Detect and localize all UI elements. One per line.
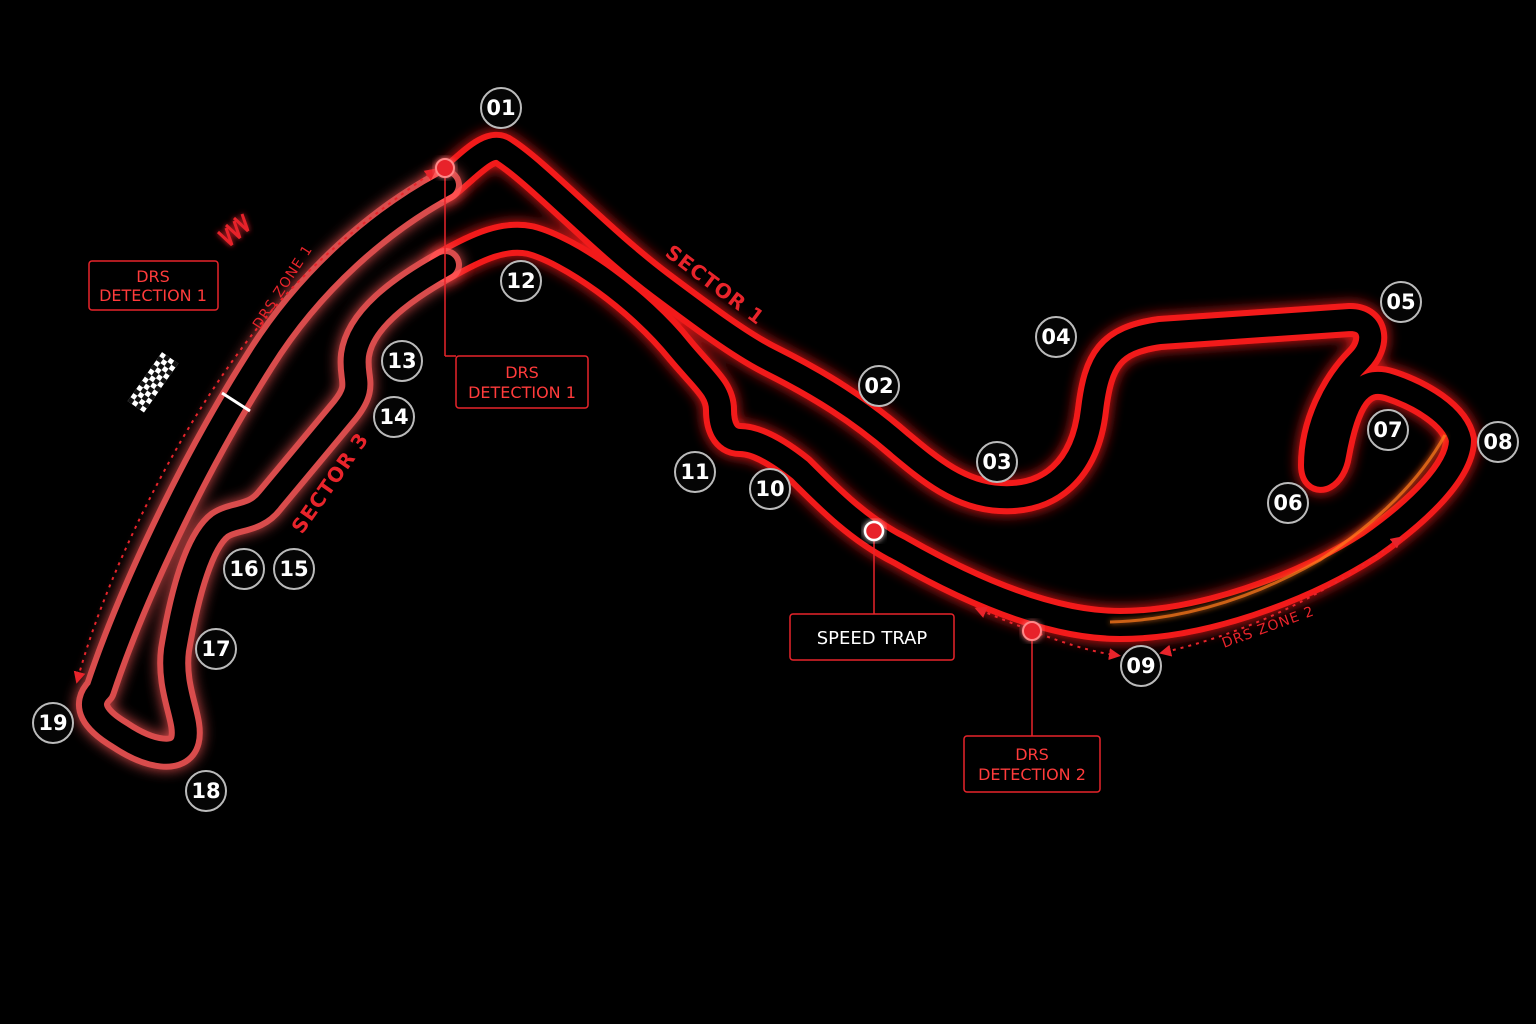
turn-badge-09: 09 [1120, 645, 1162, 687]
turn-number: 17 [201, 637, 230, 661]
track [76, 132, 1477, 770]
turn-badge-18: 18 [185, 770, 227, 812]
turn-badge-circle [858, 365, 900, 407]
turn-badge-circle [1035, 316, 1077, 358]
turn-number: 13 [387, 349, 416, 373]
turn-badge-03: 03 [976, 441, 1018, 483]
turn-number: 02 [864, 374, 893, 398]
detection-1-marker [435, 158, 455, 178]
turn-badge-05: 05 [1380, 281, 1422, 323]
drs-zone-2-arrow [1159, 536, 1403, 657]
checkered-flag-icon [127, 352, 179, 413]
turn-badge-14: 14 [373, 396, 415, 438]
turn-badge-19: 19 [32, 702, 74, 744]
drs-detection-left-line1: DRS [136, 267, 170, 286]
turn-badge-circle [1267, 482, 1309, 524]
drs-detection-box-left: DRS DETECTION 1 [88, 260, 219, 311]
turn-badge-circle [381, 340, 423, 382]
turn-number: 08 [1483, 430, 1512, 454]
turn-badge-circle [273, 548, 315, 590]
drs-detection-right-line1: DRS [1015, 745, 1049, 764]
turn-badge-07: 07 [1367, 409, 1409, 451]
turn-badge-12: 12 [500, 260, 542, 302]
drs-detection-left-line2: DETECTION 1 [99, 286, 207, 305]
turn-number: 15 [279, 557, 308, 581]
turn-badge-circle [1477, 421, 1519, 463]
turn-badge-08: 08 [1477, 421, 1519, 463]
turn-badge-circle [500, 260, 542, 302]
turn-badge-04: 04 [1035, 316, 1077, 358]
turn-number: 04 [1041, 325, 1070, 349]
turn-badge-circle [674, 451, 716, 493]
drs-detection-center-line1: DRS [505, 363, 539, 382]
turn-number: 19 [38, 711, 67, 735]
turn-badge-11: 11 [674, 451, 716, 493]
turn-badge-circle [749, 468, 791, 510]
drs-detection-box-center: DRS DETECTION 1 [455, 355, 589, 409]
turn-badge-06: 06 [1267, 482, 1309, 524]
turn-number: 18 [191, 779, 220, 803]
drs-detection-box-right: DRS DETECTION 2 [963, 735, 1101, 793]
turn-number: 12 [506, 269, 535, 293]
turn-badge-circle [32, 702, 74, 744]
turn-badge-circle [976, 441, 1018, 483]
turn-badges: 01 02 03 04 05 06 07 08 09 10 11 12 13 14 15 16 17 18 19 [32, 87, 1519, 812]
turn-number: 16 [229, 557, 258, 581]
turn-badge-10: 10 [749, 468, 791, 510]
turn-number: 05 [1386, 290, 1415, 314]
drs-zone-1-arrow [73, 168, 437, 684]
speed-trap-label: SPEED TRAP [817, 628, 928, 649]
turn-badge-15: 15 [273, 548, 315, 590]
turn-badge-circle [195, 628, 237, 670]
turn-number: 14 [379, 405, 408, 429]
speed-trap-box: SPEED TRAP [789, 613, 955, 661]
turn-number: 01 [486, 96, 515, 120]
turn-badge-01: 01 [480, 87, 522, 129]
track-inner [434, 137, 1471, 636]
drs-detection-center-line2: DETECTION 1 [468, 383, 576, 402]
turn-badge-02: 02 [858, 365, 900, 407]
turn-badge-circle [1380, 281, 1422, 323]
turn-badge-16: 16 [223, 548, 265, 590]
turn-number: 07 [1373, 418, 1402, 442]
turn-badge-17: 17 [195, 628, 237, 670]
turn-number: 11 [680, 460, 709, 484]
speed-trap-marker [863, 520, 885, 542]
turn-badge-circle [223, 548, 265, 590]
turn-number: 03 [982, 450, 1011, 474]
turn-badge-circle [1367, 409, 1409, 451]
drs-zone-2-lead-arrow [974, 606, 1121, 661]
turn-badge-circle [373, 396, 415, 438]
turn-badge-circle [185, 770, 227, 812]
turn-number: 09 [1126, 654, 1155, 678]
detection-2-marker [1022, 621, 1042, 641]
turn-badge-circle [480, 87, 522, 129]
turn-number: 06 [1273, 491, 1302, 515]
drs-detection-right-line2: DETECTION 2 [978, 765, 1086, 784]
direction-chevrons-icon [216, 213, 250, 247]
turn-number: 10 [755, 477, 784, 501]
turn-badge-circle [1120, 645, 1162, 687]
turn-badge-13: 13 [381, 340, 423, 382]
